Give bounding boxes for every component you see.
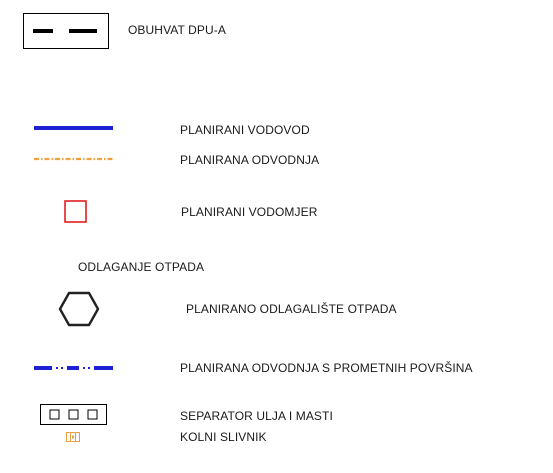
road-gully-icon <box>66 432 80 442</box>
legend-label-water-meter: PLANIRANI VODOMJER <box>181 205 318 219</box>
legend-label-road-drainage: PLANIRANA ODVODNJA S PROMETNIH POVRŠINA <box>180 361 473 375</box>
oil-grease-separator-icon <box>40 404 107 425</box>
legend-label-boundary: OBUHVAT DPU-A <box>128 23 226 37</box>
water-meter-square-icon <box>64 200 87 223</box>
section-heading-waste: ODLAGANJE OTPADA <box>78 260 205 274</box>
waste-site-hexagon-icon <box>58 291 100 327</box>
boundary-line-icon <box>23 13 109 49</box>
legend-label-waste-site: PLANIRANO ODLAGALIŠTE OTPADA <box>186 302 397 316</box>
legend-label-water-supply: PLANIRANI VODOVOD <box>180 123 310 137</box>
legend-label-road-gully: KOLNI SLIVNIK <box>180 430 267 444</box>
water-supply-line-icon <box>34 126 113 130</box>
legend-label-drainage: PLANIRANA ODVODNJA <box>180 153 320 167</box>
road-drainage-line-icon <box>34 366 113 370</box>
legend-label-separator: SEPARATOR ULJA I MASTI <box>180 409 333 423</box>
drainage-line-icon <box>34 157 113 161</box>
